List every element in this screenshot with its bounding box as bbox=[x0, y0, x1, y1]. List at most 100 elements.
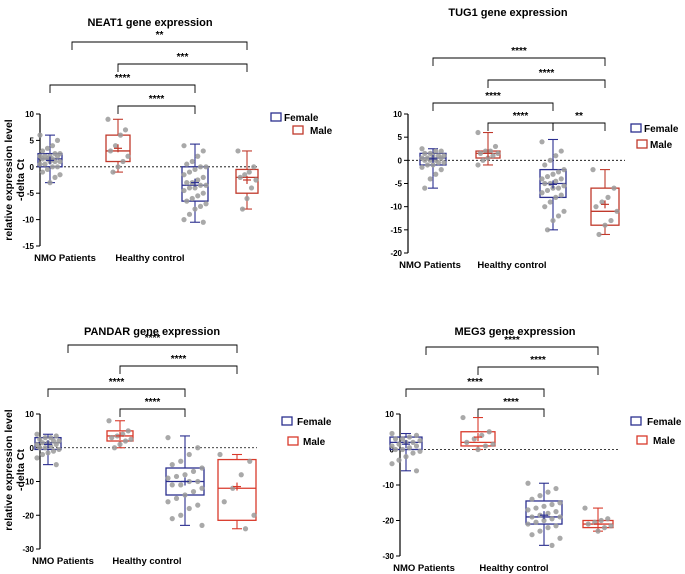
significance-label: **** bbox=[504, 335, 520, 346]
data-point bbox=[555, 213, 562, 219]
data-point bbox=[485, 155, 491, 161]
significance-bracket: **** bbox=[117, 94, 196, 114]
bracket-line bbox=[552, 122, 606, 131]
data-point bbox=[558, 176, 564, 182]
data-point bbox=[553, 153, 559, 159]
data-point bbox=[480, 157, 486, 163]
data-point bbox=[482, 148, 489, 154]
data-point bbox=[190, 468, 197, 474]
data-point bbox=[544, 173, 551, 180]
significance-bracket: **** bbox=[119, 397, 186, 417]
data-point bbox=[561, 167, 567, 173]
data-point bbox=[424, 162, 431, 168]
significance-label: **** bbox=[145, 333, 161, 344]
data-point bbox=[42, 445, 48, 451]
significance-label: **** bbox=[149, 94, 165, 105]
data-point bbox=[542, 180, 548, 187]
data-point bbox=[200, 219, 206, 225]
data-point bbox=[406, 434, 413, 440]
box-female-nmo bbox=[34, 431, 62, 468]
data-point bbox=[553, 523, 559, 529]
box-male-control bbox=[235, 148, 259, 212]
data-point bbox=[184, 198, 190, 204]
data-point bbox=[184, 161, 190, 167]
data-point bbox=[555, 169, 562, 175]
data-point bbox=[49, 143, 56, 149]
y-tick-label: -30 bbox=[382, 552, 394, 561]
data-point bbox=[410, 439, 416, 445]
bracket-line bbox=[432, 102, 554, 111]
y-tick-label: -20 bbox=[22, 511, 34, 520]
data-point bbox=[186, 185, 193, 191]
data-point bbox=[165, 435, 171, 441]
significance-label: **** bbox=[511, 46, 527, 57]
data-point bbox=[599, 199, 605, 205]
data-point bbox=[525, 507, 531, 513]
data-point bbox=[49, 164, 56, 170]
data-point bbox=[389, 461, 395, 467]
box-male-nmo bbox=[106, 418, 134, 451]
significance-bracket: **** bbox=[425, 335, 599, 355]
data-point bbox=[539, 139, 545, 145]
data-point bbox=[399, 446, 406, 453]
data-point bbox=[475, 162, 481, 168]
data-point bbox=[195, 193, 201, 199]
data-point bbox=[50, 448, 57, 454]
legend-swatch-male bbox=[636, 139, 648, 149]
data-point bbox=[182, 472, 188, 478]
box-iqr bbox=[217, 458, 257, 521]
data-point bbox=[417, 448, 423, 454]
data-point bbox=[169, 482, 175, 488]
data-point bbox=[533, 505, 539, 511]
data-point bbox=[165, 499, 171, 505]
data-point bbox=[544, 227, 551, 233]
y-tick-label: -30 bbox=[22, 545, 34, 554]
data-point bbox=[173, 495, 180, 501]
data-point bbox=[539, 190, 545, 196]
data-point bbox=[200, 174, 206, 180]
significance-bracket: **** bbox=[47, 377, 186, 397]
category-label: NMO Patients bbox=[393, 563, 455, 574]
data-point bbox=[438, 167, 444, 173]
data-point bbox=[56, 446, 62, 453]
significance-label: **** bbox=[145, 397, 161, 408]
data-point bbox=[173, 473, 180, 480]
data-point bbox=[246, 169, 252, 175]
box-iqr bbox=[525, 500, 563, 525]
data-point bbox=[181, 172, 187, 178]
data-point bbox=[441, 160, 447, 166]
data-point bbox=[242, 172, 248, 178]
data-point bbox=[195, 502, 201, 508]
legend-label-male: Male bbox=[310, 126, 333, 137]
legend-label-male: Male bbox=[653, 436, 676, 447]
y-tick-label: -10 bbox=[22, 216, 34, 225]
y-tick-label: 0 bbox=[30, 163, 35, 172]
data-point bbox=[475, 129, 481, 136]
data-point bbox=[525, 480, 531, 486]
data-point bbox=[112, 143, 119, 149]
data-point bbox=[178, 482, 184, 488]
data-point bbox=[608, 523, 614, 529]
significance-bracket: **** bbox=[432, 91, 554, 111]
significance-label: **** bbox=[513, 111, 529, 122]
data-point bbox=[433, 171, 439, 177]
panel-title: NEAT1 gene expression bbox=[87, 17, 212, 29]
data-point bbox=[419, 146, 425, 152]
data-point bbox=[53, 462, 59, 468]
data-point bbox=[525, 521, 531, 527]
data-point bbox=[539, 176, 545, 182]
data-point bbox=[192, 206, 198, 212]
data-point bbox=[392, 446, 399, 453]
data-point bbox=[200, 148, 206, 154]
data-point bbox=[178, 458, 184, 464]
data-point bbox=[105, 116, 111, 122]
data-point bbox=[406, 445, 413, 451]
data-point bbox=[109, 435, 115, 441]
data-point bbox=[495, 150, 501, 156]
significance-bracket: **** bbox=[49, 73, 196, 93]
data-point bbox=[413, 432, 420, 438]
data-point bbox=[399, 436, 406, 442]
